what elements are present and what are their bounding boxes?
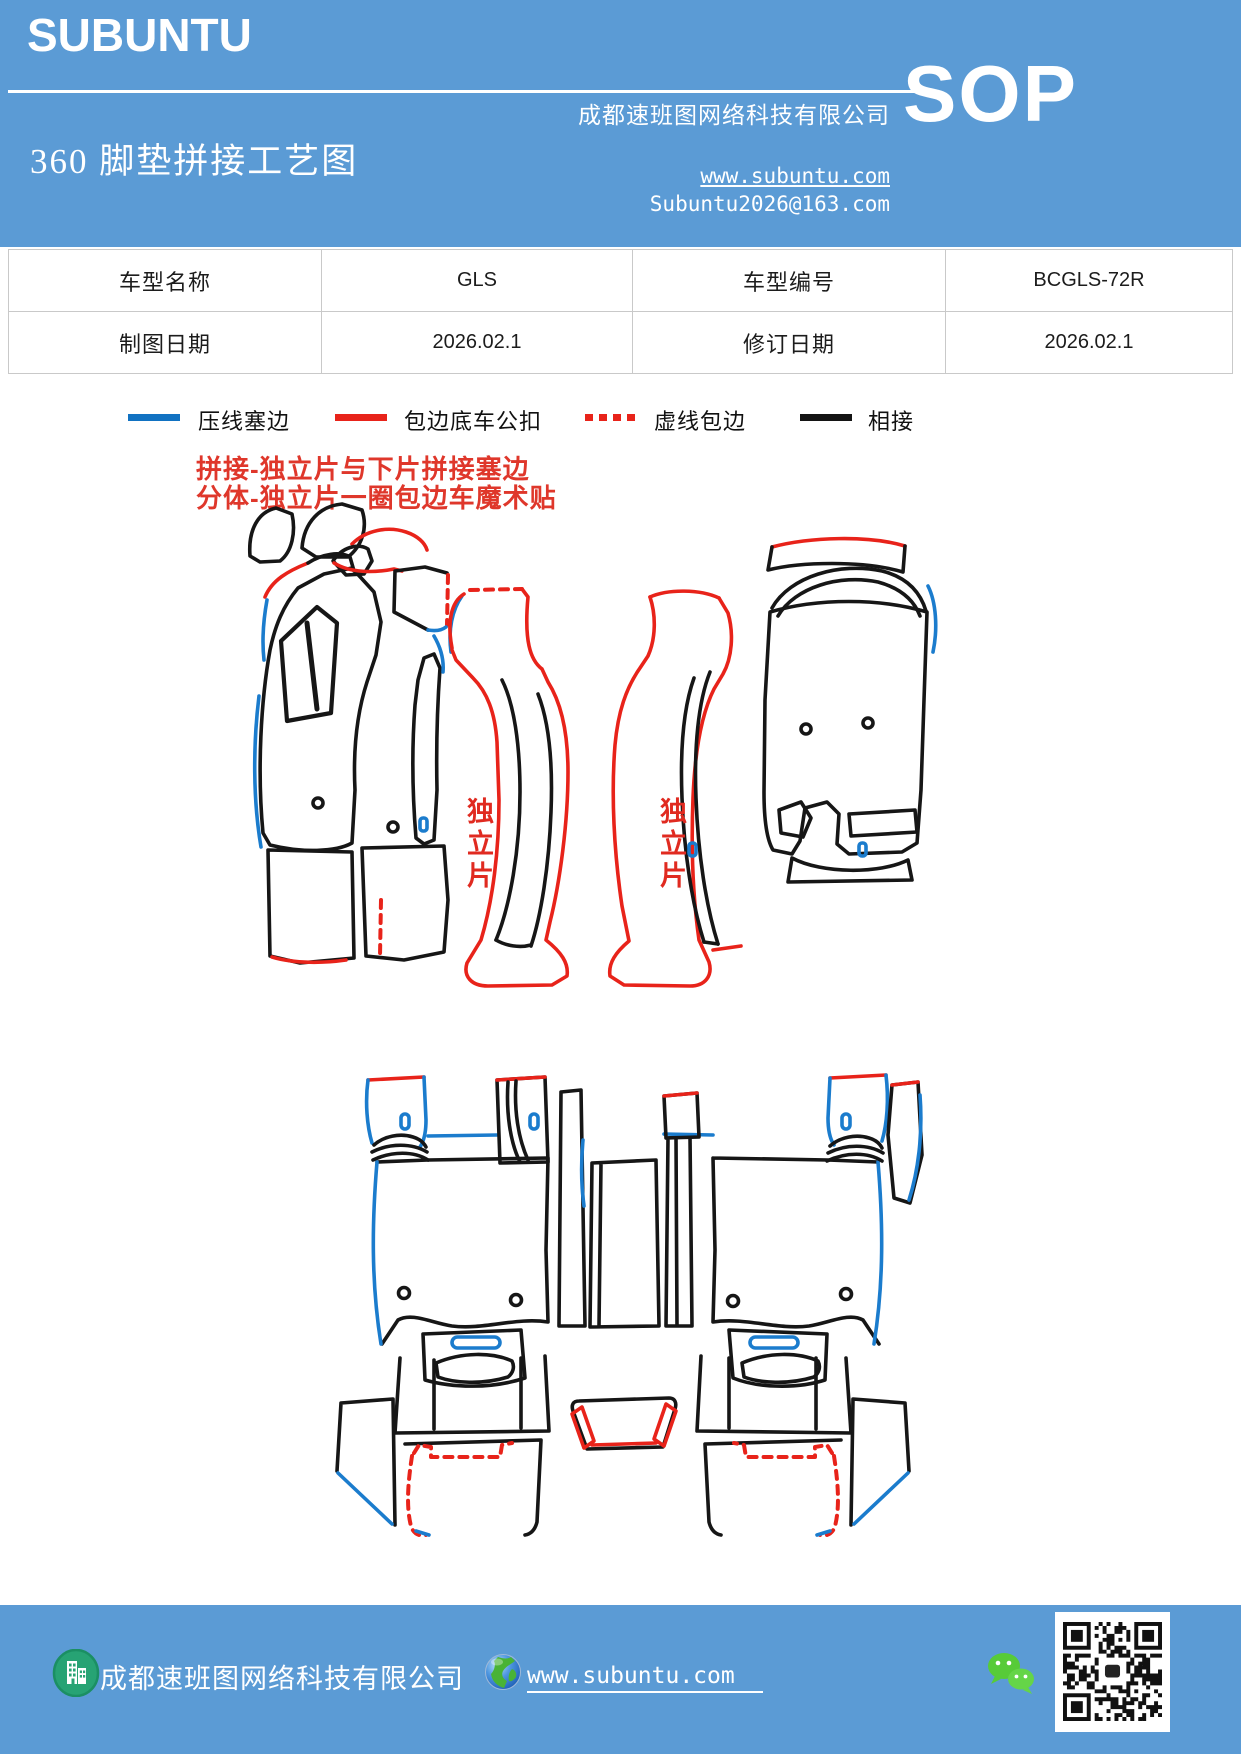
table-row: 制图日期 2026.02.1 修订日期 2026.02.1 (8, 311, 1233, 374)
legend-label: 相接 (868, 409, 915, 434)
legend-label: 虚线包边 (654, 409, 747, 434)
legend-swatch-blue (128, 414, 180, 421)
table-cell: GLS (321, 249, 633, 312)
notes: 拼接-独立片与下片拼接塞边 分体-独立片一圈包边车魔术贴 (196, 455, 557, 513)
note-line: 分体-独立片一圈包边车魔术贴 (196, 483, 557, 513)
rear-mat-group (335, 1073, 924, 1538)
globe-icon (484, 1653, 522, 1696)
email-text: Subuntu2026@163.com (649, 192, 890, 216)
info-table: 车型名称 GLS 车型编号 BCGLS-72R 制图日期 2026.02.1 修… (8, 249, 1233, 374)
legend-label: 包边底车公扣 (404, 409, 543, 434)
brand-logo: SUBUNTU (27, 9, 252, 61)
table-cell: 车型名称 (8, 249, 322, 312)
process-diagram (247, 502, 938, 1538)
table-cell: 制图日期 (8, 311, 322, 374)
footer: 成都速班图网络科技有限公司 www.subuntu.com (0, 1605, 1241, 1754)
footer-website-link[interactable]: www.subuntu.com (527, 1663, 763, 1693)
legend-swatch-red (335, 414, 387, 421)
header-divider (8, 90, 918, 93)
legend-swatch-black (800, 414, 852, 421)
header: SUBUNTU 360 脚垫拼接工艺图 成都速班图网络科技有限公司 www.su… (0, 0, 1241, 247)
front-left-mat-group (247, 502, 450, 965)
qr-code (1055, 1612, 1170, 1732)
table-cell: 修订日期 (632, 311, 946, 374)
front-right-mat-group (687, 536, 938, 952)
table-cell: BCGLS-72R (945, 249, 1233, 312)
header-contact-block: 成都速班图网络科技有限公司 www.subuntu.com Subuntu202… (578, 96, 890, 216)
footer-company-name: 成都速班图网络科技有限公司 (100, 1664, 464, 1694)
legend-label: 压线塞边 (198, 409, 291, 434)
table-cell: 车型编号 (632, 249, 946, 312)
sop-badge: SOP (903, 49, 1078, 138)
independent-piece-right (607, 589, 734, 988)
note-line: 拼接-独立片与下片拼接塞边 (196, 454, 530, 484)
website-link[interactable]: www.subuntu.com (700, 164, 890, 188)
building-icon (52, 1648, 100, 1702)
wechat-icon (985, 1650, 1037, 1705)
table-row: 车型名称 GLS 车型编号 BCGLS-72R (8, 249, 1233, 312)
legend: 压线塞边 包边底车公扣 虚线包边 相接 (0, 402, 1241, 438)
table-cell: 2026.02.1 (321, 311, 633, 374)
page-title: 360 脚垫拼接工艺图 (30, 142, 359, 181)
company-name: 成都速班图网络科技有限公司 (578, 103, 890, 128)
independent-piece-left (448, 587, 570, 988)
table-cell: 2026.02.1 (945, 311, 1233, 374)
legend-swatch-red-dashed (585, 414, 637, 421)
